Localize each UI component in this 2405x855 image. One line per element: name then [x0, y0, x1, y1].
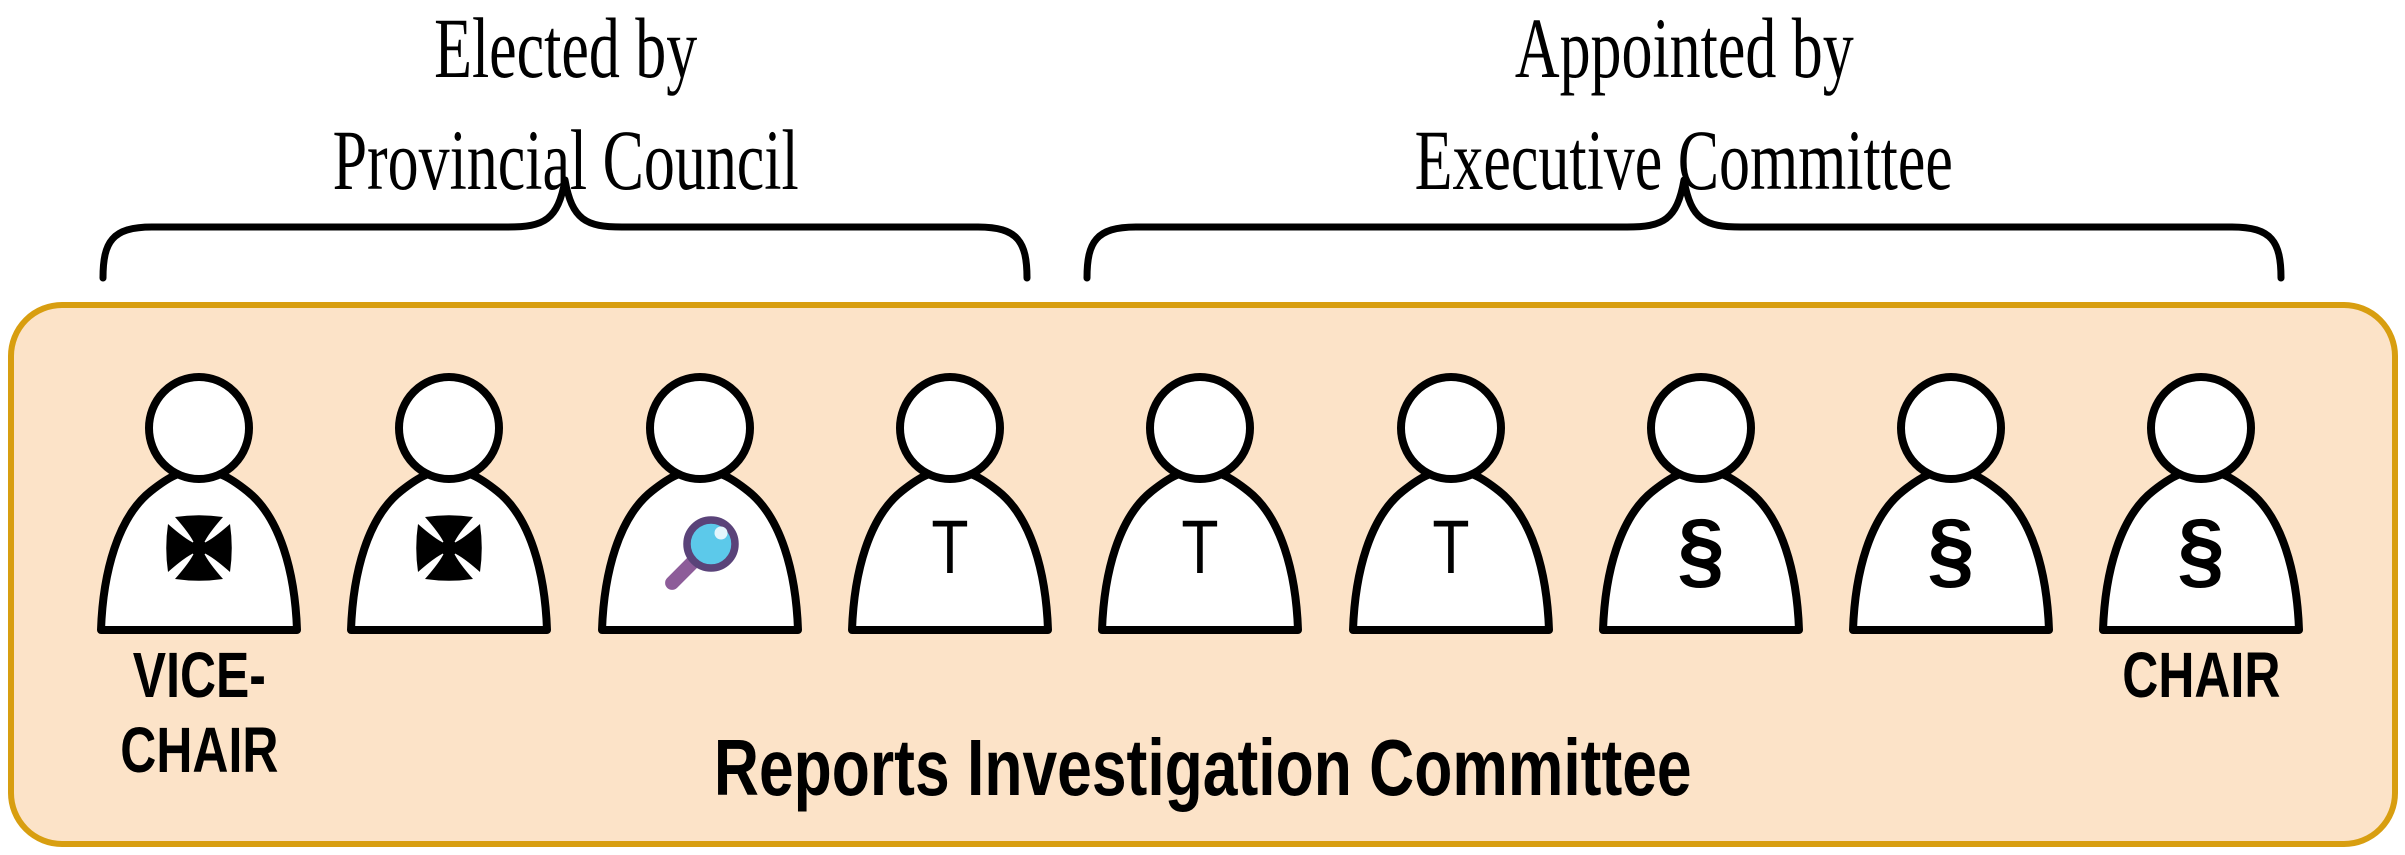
- committee-member: §: [2076, 340, 2326, 670]
- member-symbol-glyph: T: [1182, 504, 1219, 589]
- svg-text:§: §: [1927, 503, 1974, 598]
- committee-member: [575, 340, 825, 670]
- person-icon: T: [1348, 373, 1553, 634]
- svg-text:T: T: [1432, 504, 1469, 589]
- appointed-by-label: Appointed by Executive Committee: [1234, 0, 2134, 216]
- person-icon: T: [1098, 373, 1303, 634]
- magnifying-glass-icon: [664, 516, 739, 590]
- vice-chair-label: VICE- CHAIR: [74, 638, 324, 788]
- person-head: [1146, 373, 1255, 483]
- committee-title: Reports Investigation Committee: [714, 723, 1692, 812]
- person-head: [1396, 373, 1505, 483]
- member-symbol-glyph: §: [1927, 503, 1974, 598]
- maltese-cross-icon: [166, 515, 232, 581]
- person-icon: [97, 373, 301, 634]
- appointed-by-line2: Executive Committee: [1414, 112, 1954, 208]
- person-icon: [347, 373, 552, 634]
- elected-by-label: Elected by Provincial Council: [116, 0, 1016, 216]
- person-icon: [597, 373, 802, 634]
- committee-member: §: [1576, 340, 1826, 670]
- member-symbol-glyph: T: [1432, 504, 1469, 589]
- person-icon: §: [1849, 373, 2054, 634]
- person-head: [1897, 373, 2006, 483]
- person-icon: §: [1598, 373, 1803, 634]
- member-symbol-glyph: T: [931, 504, 968, 589]
- committee-member: T: [825, 340, 1075, 670]
- person-head: [1646, 373, 1755, 483]
- appointed-by-line1: Appointed by: [1514, 0, 1854, 96]
- vice-chair-line1: VICE-: [132, 639, 266, 711]
- svg-text:§: §: [1677, 503, 1724, 598]
- maltese-cross-icon: [416, 515, 483, 581]
- person-head: [2147, 373, 2256, 483]
- chair-label: CHAIR: [2121, 639, 2281, 711]
- committee-member: §: [1826, 340, 2076, 670]
- person-head: [895, 373, 1004, 483]
- committee-member: [74, 340, 324, 670]
- elected-by-line2: Provincial Council: [332, 112, 800, 208]
- committee-member: T: [1075, 340, 1325, 670]
- person-head: [395, 373, 504, 483]
- svg-text:T: T: [931, 504, 968, 589]
- person-head: [145, 373, 253, 483]
- person-icon: T: [847, 373, 1052, 634]
- member-symbol-glyph: §: [2178, 503, 2225, 598]
- committee-member: T: [1326, 340, 1576, 670]
- svg-text:T: T: [1182, 504, 1219, 589]
- elected-by-line1: Elected by: [434, 0, 698, 96]
- vice-chair-line2: CHAIR: [119, 714, 279, 786]
- svg-text:§: §: [2178, 503, 2225, 598]
- member-symbol-glyph: §: [1677, 503, 1724, 598]
- committee-member: [324, 340, 574, 670]
- person-icon: §: [2099, 373, 2304, 634]
- person-head: [645, 373, 754, 483]
